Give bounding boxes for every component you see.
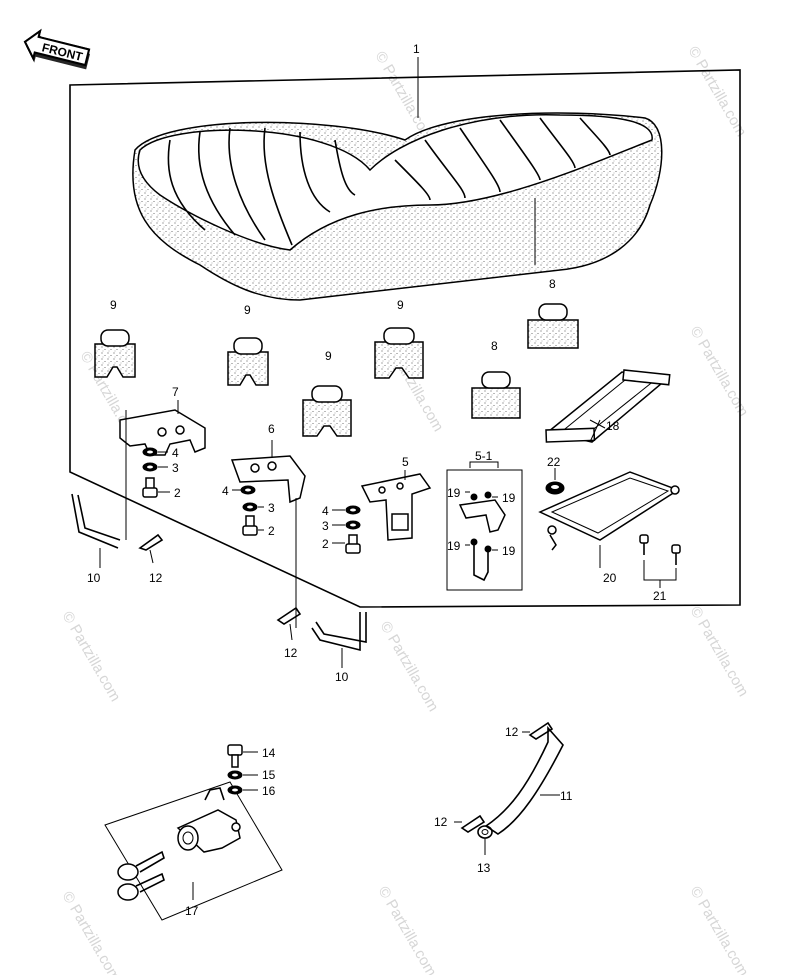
clip-12-b — [276, 606, 302, 641]
callout-label: 1 — [413, 42, 420, 56]
washer-4-c — [345, 505, 361, 515]
callout-label: 4 — [322, 504, 329, 518]
grommet-22 — [545, 481, 565, 495]
callout-label: 9 — [397, 298, 404, 312]
lock-assembly-17 — [104, 781, 283, 921]
callout-label: 8 — [491, 339, 498, 353]
callout-label: 7 — [172, 385, 179, 399]
rod-10-left — [71, 410, 127, 549]
callout-label: 21 — [653, 589, 667, 603]
watermark: © Partzilla.com — [377, 619, 442, 715]
callout-label: 9 — [325, 349, 332, 363]
callout-label: 2 — [174, 486, 181, 500]
callout-label: 12 — [149, 571, 163, 585]
callout-label: 12 — [434, 815, 448, 829]
key-icon — [117, 872, 165, 901]
callout-labels: 1 2 2 2 3 3 3 4 4 4 5 5-1 6 7 8 8 9 9 9 … — [87, 42, 667, 918]
watermark: © Partzilla.com — [375, 884, 440, 975]
callout-label: 19 — [447, 486, 461, 500]
seat — [132, 112, 663, 301]
watermark: © Partzilla.com — [687, 324, 752, 420]
bolt-14 — [227, 744, 243, 768]
bracket-7 — [119, 409, 206, 456]
callout-label: 6 — [268, 422, 275, 436]
callout-label: 9 — [244, 303, 251, 317]
damper-8-b — [527, 303, 579, 349]
seat-pleats — [167, 117, 611, 246]
grommet-13 — [477, 825, 493, 855]
bolt-2-b — [242, 515, 258, 536]
bracket-6 — [230, 455, 306, 504]
tray-20 — [538, 471, 680, 551]
callout-label: 10 — [87, 571, 101, 585]
seat-strap — [545, 369, 671, 443]
callout-label: 15 — [262, 768, 276, 782]
callout-label: 2 — [268, 524, 275, 538]
callout-label: 22 — [547, 455, 561, 469]
callout-label: 5 — [402, 455, 409, 469]
callout-label: 12 — [505, 725, 519, 739]
callout-label: 14 — [262, 746, 276, 760]
damper-8-a — [471, 371, 521, 419]
callout-label: 2 — [322, 537, 329, 551]
washer-4-a — [142, 447, 158, 457]
watermark: © Partzilla.com — [59, 889, 124, 975]
callout-label: 20 — [603, 571, 617, 585]
screw-21-a — [639, 534, 649, 555]
key-icon — [117, 850, 165, 881]
watermark: © Partzilla.com — [687, 604, 752, 700]
washer-3-a — [142, 462, 158, 472]
bolt-2-a — [142, 477, 158, 498]
callout-label: 9 — [110, 298, 117, 312]
damper-9-d — [374, 327, 424, 379]
damper-9-b — [227, 337, 269, 386]
callout-label: 5-1 — [475, 449, 493, 463]
callout-label: 19 — [447, 539, 461, 553]
callout-label: 18 — [606, 419, 620, 433]
washer-15 — [227, 770, 243, 780]
bracket-5 — [360, 473, 432, 541]
clip-12-d — [460, 814, 486, 833]
washer-3-b — [242, 502, 258, 512]
cable-11 — [484, 725, 564, 835]
callout-label: 17 — [185, 904, 199, 918]
callout-label: 19 — [502, 544, 516, 558]
assembly-outline — [69, 69, 741, 608]
washer-4-b — [240, 485, 256, 495]
callout-label: 3 — [322, 519, 329, 533]
front-arrow: FRONT — [23, 28, 91, 70]
screw-21-b — [671, 544, 681, 565]
callout-label: 13 — [477, 861, 491, 875]
callout-label: 3 — [268, 501, 275, 515]
damper-9-a — [94, 329, 136, 378]
subassembly-5-1 — [446, 461, 523, 591]
callout-label: 4 — [172, 446, 179, 460]
damper-9-c — [302, 385, 352, 437]
callout-label: 3 — [172, 461, 179, 475]
bolt-2-c — [345, 534, 361, 554]
callout-label: 4 — [222, 484, 229, 498]
clip-12-c — [528, 721, 554, 740]
leader-lines — [99, 419, 601, 823]
callout-label: 19 — [502, 491, 516, 505]
callout-label: 12 — [284, 646, 298, 660]
callout-label: 11 — [560, 789, 573, 803]
clip-12-a — [138, 533, 164, 564]
washer-16 — [227, 785, 243, 795]
watermark: © Partzilla.com — [59, 609, 124, 705]
callout-label: 16 — [262, 784, 276, 798]
washer-3-c — [345, 520, 361, 530]
rod-10-middle — [295, 498, 367, 668]
watermark: © Partzilla.com — [687, 884, 752, 975]
callout-label: 8 — [549, 277, 556, 291]
callout-label: 10 — [335, 670, 349, 684]
